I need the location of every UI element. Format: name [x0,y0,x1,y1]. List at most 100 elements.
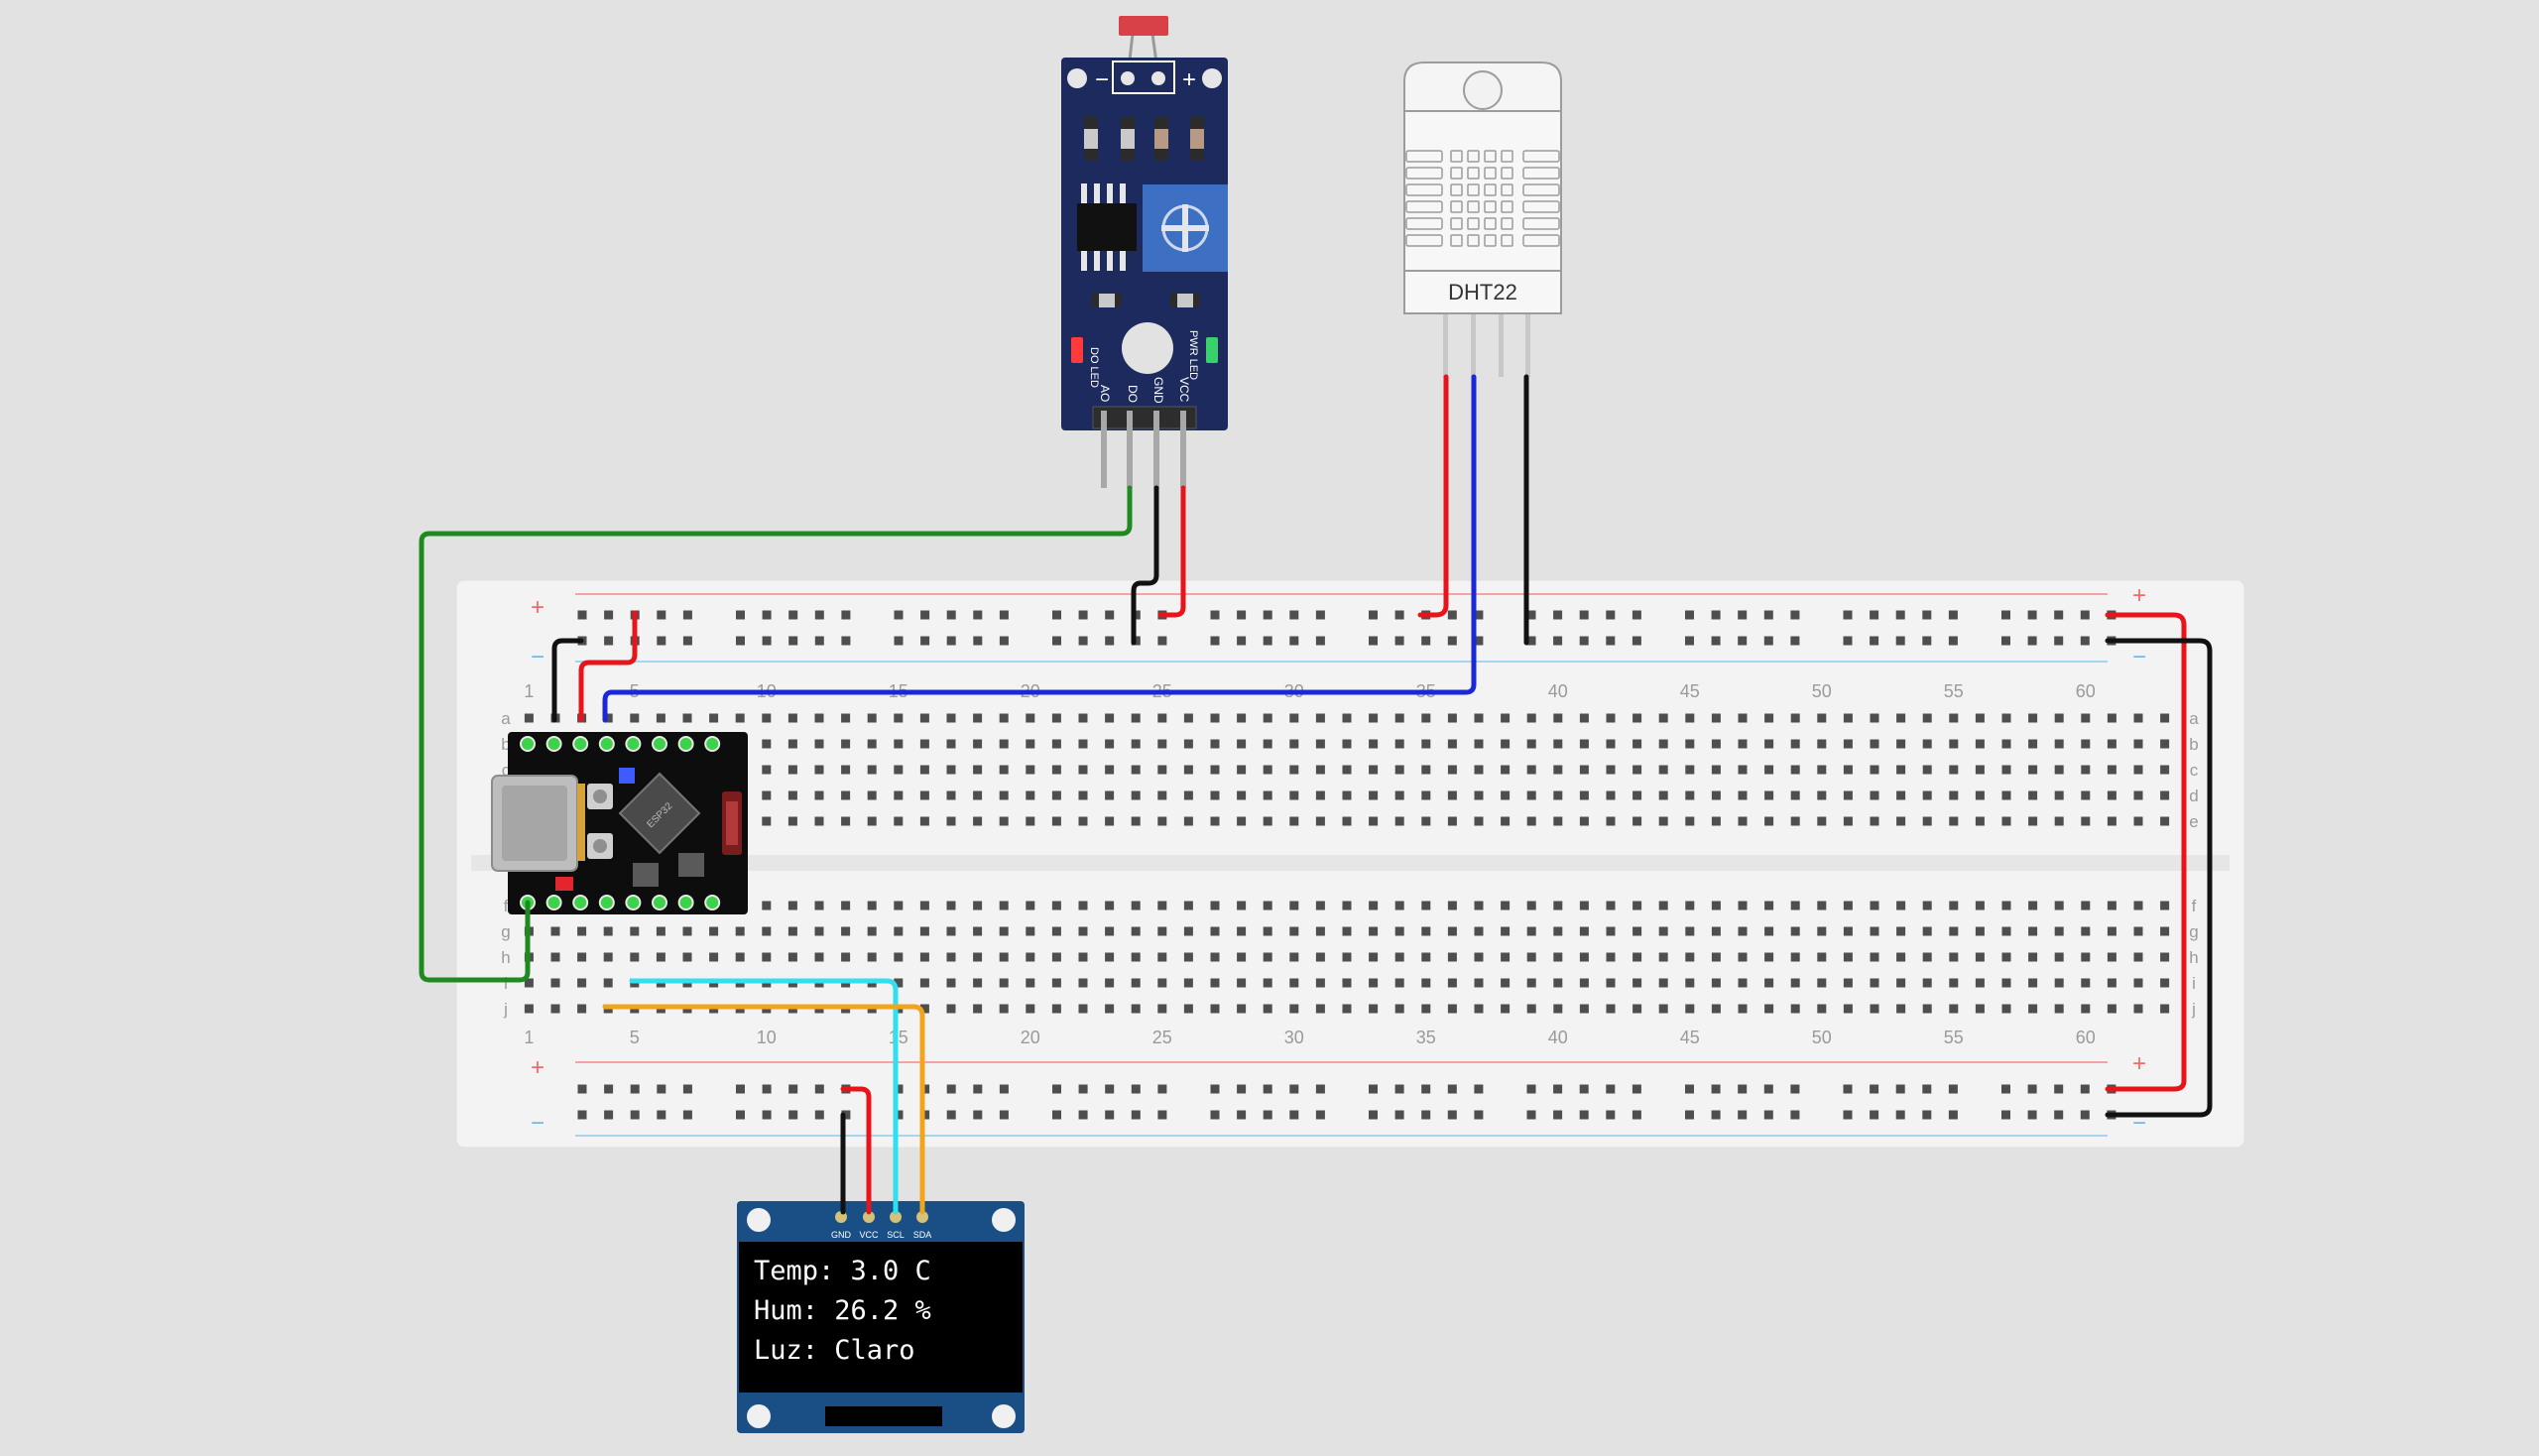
breadboard-hole[interactable] [1078,901,1088,910]
rail-hole[interactable] [2001,636,2010,646]
breadboard-hole[interactable] [1922,713,1932,723]
rail-hole[interactable] [1685,636,1694,646]
rail-hole[interactable] [1447,636,1457,646]
breadboard-hole[interactable] [1685,952,1695,962]
breadboard-hole[interactable] [1210,901,1220,910]
breadboard-hole[interactable] [1843,739,1853,749]
rail-hole[interactable] [1738,610,1748,620]
breadboard-hole[interactable] [1237,978,1247,988]
rail-hole[interactable] [2080,610,2090,620]
breadboard-hole[interactable] [1026,739,1035,749]
breadboard-hole[interactable] [1421,926,1431,936]
breadboard-hole[interactable] [2081,978,2091,988]
breadboard-hole[interactable] [1131,952,1141,962]
breadboard-hole[interactable] [1606,816,1616,826]
mcu-pad-top[interactable] [572,736,589,752]
breadboard-hole[interactable] [841,901,851,910]
breadboard-hole[interactable] [894,952,904,962]
rail-hole[interactable] [1948,1084,1958,1094]
breadboard-hole[interactable] [999,926,1009,936]
breadboard-hole[interactable] [973,713,983,723]
wire-blue-dht-data[interactable] [602,374,1477,723]
rail-hole[interactable] [1790,636,1800,646]
rail-hole[interactable] [1369,610,1378,620]
breadboard-hole[interactable] [1026,816,1035,826]
breadboard-hole[interactable] [1685,1004,1695,1014]
breadboard-hole[interactable] [1447,901,1457,910]
breadboard-hole[interactable] [1975,901,1985,910]
breadboard-hole[interactable] [2028,978,2038,988]
rail-hole[interactable] [1078,1110,1088,1120]
breadboard-hole[interactable] [1421,713,1431,723]
rail-hole[interactable] [814,1084,824,1094]
breadboard-hole[interactable] [1711,1004,1721,1014]
breadboard-hole[interactable] [919,978,929,988]
breadboard-hole[interactable] [1922,978,1932,988]
breadboard-hole[interactable] [946,926,956,936]
breadboard-hole[interactable] [2028,816,2038,826]
rail-hole[interactable] [682,636,692,646]
rail-hole[interactable] [1843,610,1853,620]
breadboard-hole[interactable] [524,1004,534,1014]
rail-hole[interactable] [2080,1084,2090,1094]
rail-hole[interactable] [1237,1084,1247,1094]
breadboard-hole[interactable] [2028,926,2038,936]
rail-hole[interactable] [1895,1110,1905,1120]
breadboard-hole[interactable] [1289,713,1299,723]
breadboard-hole[interactable] [1157,952,1167,962]
breadboard-hole[interactable] [1579,926,1589,936]
breadboard-hole[interactable] [1237,816,1247,826]
rail-hole[interactable] [1922,1084,1932,1094]
breadboard-hole[interactable] [814,790,824,800]
rail-hole[interactable] [1210,610,1220,620]
breadboard-hole[interactable] [1105,952,1115,962]
breadboard-hole[interactable] [2107,978,2116,988]
breadboard-hole[interactable] [1685,790,1695,800]
breadboard-hole[interactable] [814,926,824,936]
breadboard-hole[interactable] [577,978,587,988]
rail-hole[interactable] [1843,1084,1853,1094]
breadboard-hole[interactable] [1421,1004,1431,1014]
rail-hole[interactable] [1210,1110,1220,1120]
breadboard-hole[interactable] [762,739,772,749]
breadboard-hole[interactable] [1790,1004,1800,1014]
rail-hole[interactable] [736,1110,745,1120]
rail-hole[interactable] [946,636,956,646]
rail-hole[interactable] [1579,610,1589,620]
breadboard-hole[interactable] [1157,901,1167,910]
breadboard-hole[interactable] [1870,952,1879,962]
breadboard-hole[interactable] [894,739,904,749]
breadboard-hole[interactable] [1501,765,1511,775]
breadboard-hole[interactable] [1764,952,1774,962]
breadboard-hole[interactable] [1817,739,1827,749]
breadboard-hole[interactable] [1263,790,1272,800]
breadboard-hole[interactable] [999,901,1009,910]
rail-hole[interactable] [762,1110,772,1120]
rail-hole[interactable] [1526,1084,1536,1094]
breadboard-hole[interactable] [894,926,904,936]
breadboard-hole[interactable] [1685,901,1695,910]
rail-hole[interactable] [762,1084,772,1094]
rail-hole[interactable] [1394,1084,1404,1094]
rail-hole[interactable] [1763,610,1773,620]
breadboard-hole[interactable] [1632,926,1642,936]
breadboard-hole[interactable] [1817,901,1827,910]
breadboard-hole[interactable] [1078,713,1088,723]
breadboard-hole[interactable] [973,739,983,749]
breadboard-hole[interactable] [1237,901,1247,910]
breadboard-hole[interactable] [1606,1004,1616,1014]
breadboard-hole[interactable] [1896,926,1906,936]
breadboard-hole[interactable] [1870,765,1879,775]
mcu-pad-top[interactable] [704,736,721,752]
breadboard-hole[interactable] [1711,713,1721,723]
breadboard-hole[interactable] [1711,739,1721,749]
breadboard-hole[interactable] [841,952,851,962]
rail-hole[interactable] [1315,610,1325,620]
rail-hole[interactable] [1738,636,1748,646]
breadboard-hole[interactable] [946,978,956,988]
breadboard-hole[interactable] [1105,739,1115,749]
rail-hole[interactable] [1474,610,1484,620]
rail-hole[interactable] [1474,1110,1484,1120]
breadboard-hole[interactable] [1711,978,1721,988]
breadboard-hole[interactable] [1764,790,1774,800]
